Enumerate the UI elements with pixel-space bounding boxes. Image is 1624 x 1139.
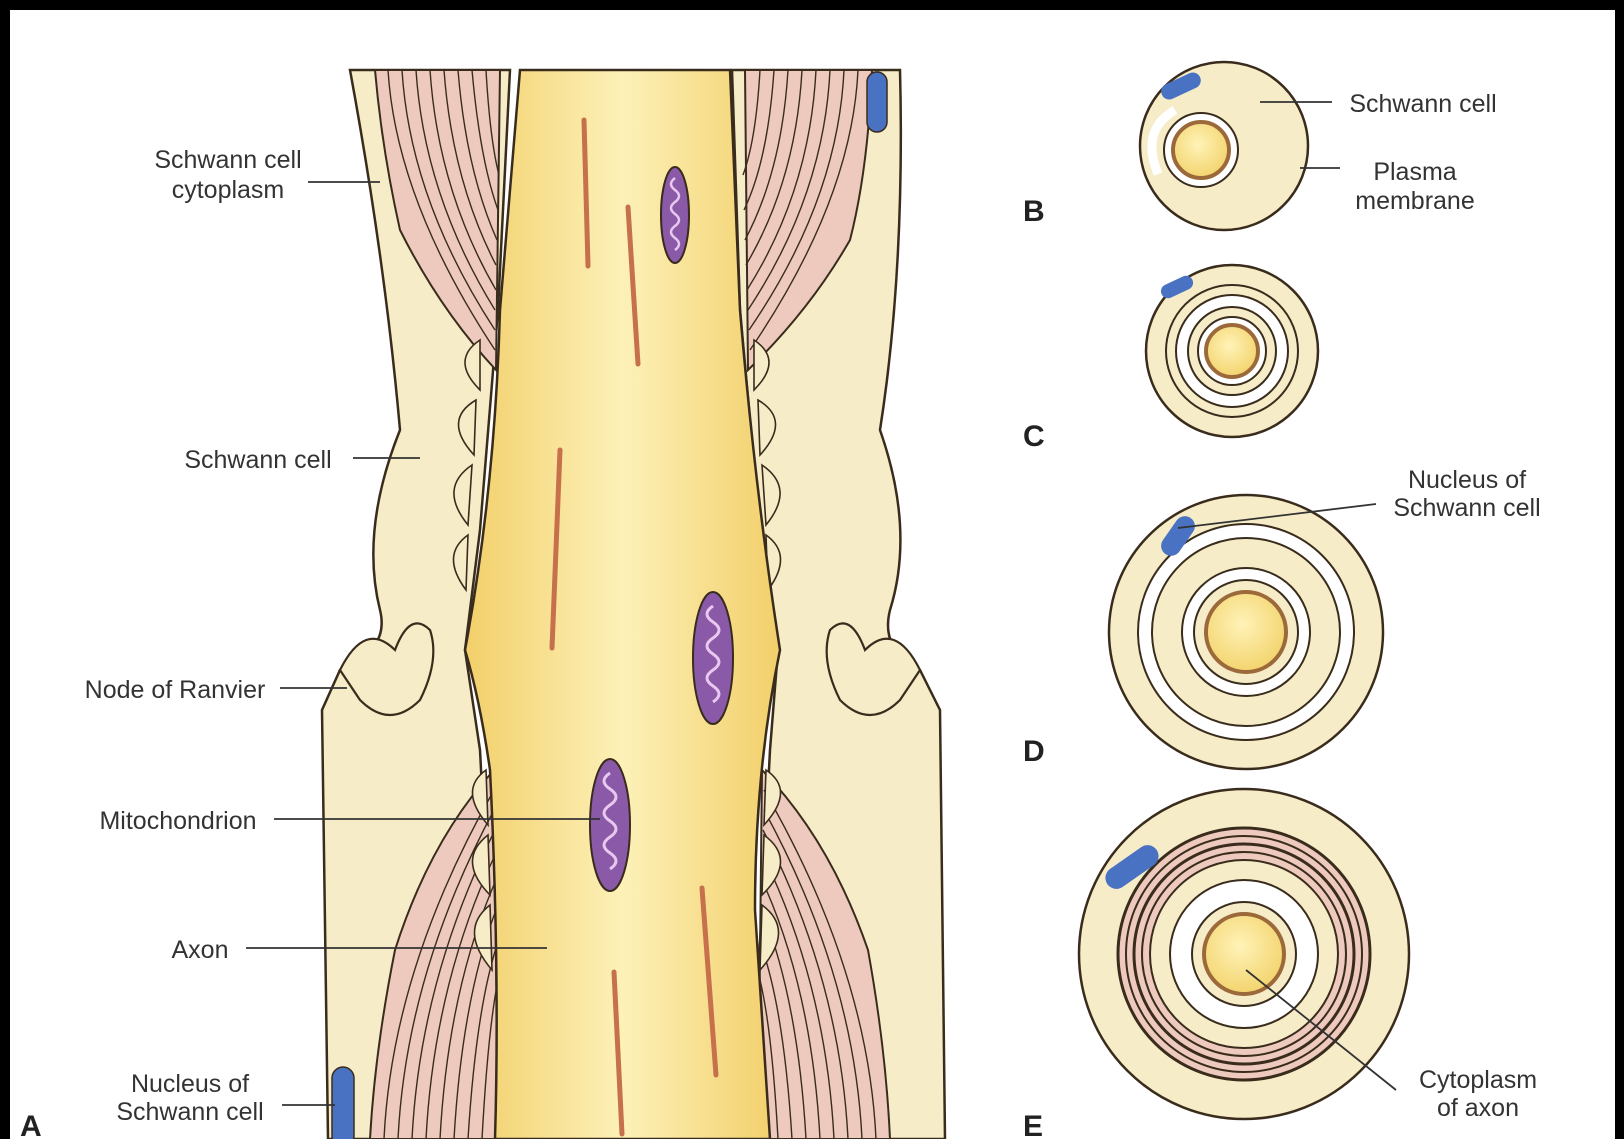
panel-letter-e: E: [1023, 1110, 1043, 1139]
schwann-nucleus-top: [867, 72, 887, 132]
label-mitochondrion: Mitochondrion: [99, 807, 256, 835]
label-schwann-cell: Schwann cell: [184, 446, 331, 474]
label-axon: Axon: [172, 936, 229, 964]
label-node-of-ranvier: Node of Ranvier: [85, 676, 266, 704]
longitudinal-section: [322, 70, 945, 1139]
cross-section-d: [1109, 495, 1383, 769]
panel-letter-c: C: [1023, 420, 1045, 453]
label-e-cytoplasm-1: Cytoplasm: [1419, 1066, 1537, 1094]
cross-section-e: [1079, 789, 1409, 1119]
mitochondrion-1: [661, 167, 689, 263]
label-nucleus-of-2: Schwann cell: [116, 1098, 263, 1126]
mitochondrion-2: [693, 592, 733, 724]
figure-frame: Schwann cell cytoplasm Schwann cell Node…: [10, 10, 1615, 1139]
label-d-nucleus-2: Schwann cell: [1393, 494, 1540, 522]
cross-section-b: [1140, 62, 1308, 230]
axon-body: [465, 70, 780, 1139]
panel-letter-a: A: [20, 1110, 42, 1139]
mitochondrion-3: [590, 759, 630, 891]
cross-section-c: [1146, 265, 1318, 437]
label-plasma-1: Plasma: [1373, 158, 1456, 186]
label-d-nucleus-1: Nucleus of: [1408, 466, 1526, 494]
panel-letter-d: D: [1023, 735, 1045, 768]
myelination-diagram: Schwann cell cytoplasm Schwann cell Node…: [10, 10, 1615, 1139]
label-plasma-2: membrane: [1355, 187, 1475, 215]
label-schwann-cytoplasm-1: Schwann cell: [154, 146, 301, 174]
panel-letter-b: B: [1023, 195, 1045, 228]
label-e-cytoplasm-2: of axon: [1437, 1094, 1519, 1122]
label-b-schwann-cell: Schwann cell: [1349, 90, 1496, 118]
label-nucleus-of-1: Nucleus of: [131, 1070, 249, 1098]
label-schwann-cytoplasm-2: cytoplasm: [172, 176, 285, 204]
schwann-nucleus-bottom: [332, 1067, 354, 1139]
